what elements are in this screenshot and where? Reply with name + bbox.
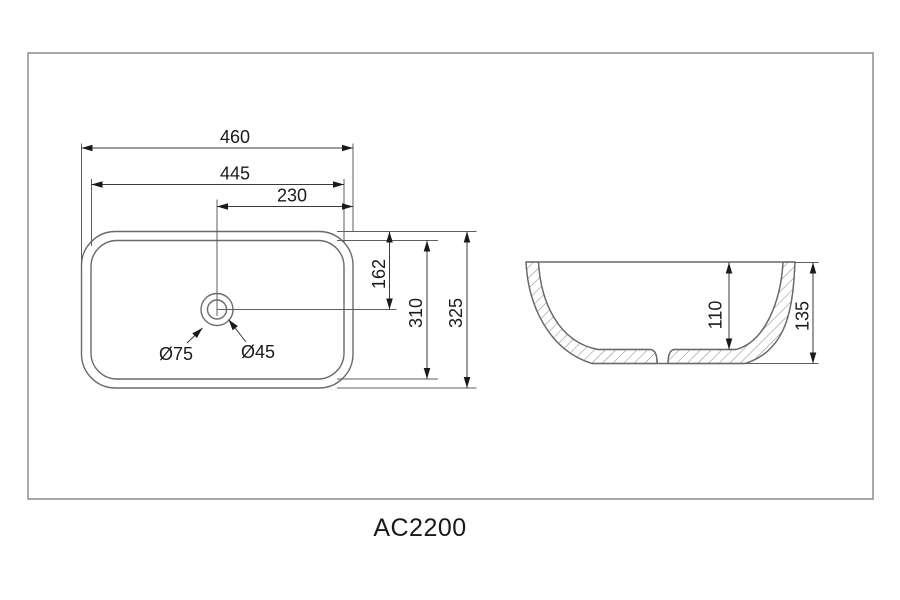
dim-overall-depth: 325: [446, 231, 471, 388]
dim-drain-from-back: 162: [369, 231, 393, 310]
dim-rim-width: 445: [91, 164, 344, 188]
dim-rim-width-label: 445: [220, 164, 250, 184]
dim-overall-depth-label: 325: [446, 298, 466, 328]
model-label: AC2200: [373, 514, 466, 542]
dim-bowl-depth: 110: [706, 262, 733, 350]
top-view: 460 445 230 162 310 325 Ø7: [80, 127, 477, 389]
dim-drain-hole-dia-label: Ø45: [241, 342, 275, 362]
sheet-border: [27, 52, 874, 500]
dim-drain-outer-dia-label: Ø75: [159, 344, 193, 364]
section-wall-right: [667, 261, 796, 365]
dim-drain-from-back-label: 162: [369, 259, 389, 289]
extension-lines-top-view: [81, 143, 477, 389]
dim-bowl-depth-label: 110: [706, 301, 726, 330]
dim-drain-offset-label: 230: [277, 186, 307, 206]
dim-drain-outer-dia: Ø75: [159, 327, 203, 364]
dim-drain-offset: 230: [217, 186, 353, 210]
dim-overall-width: 460: [81, 127, 353, 152]
bowl-inner-profile-right: [667, 261, 784, 364]
dim-drain-hole-dia: Ø45: [228, 319, 275, 362]
dim-overall-height-label: 135: [793, 301, 813, 331]
dim-rim-depth: 310: [406, 240, 431, 379]
side-view: 110 135: [525, 261, 819, 365]
dim-overall-height: 135: [793, 262, 817, 364]
dim-rim-depth-label: 310: [406, 298, 426, 328]
dim-overall-width-label: 460: [220, 127, 250, 147]
bowl-inner-profile-left: [537, 261, 658, 364]
